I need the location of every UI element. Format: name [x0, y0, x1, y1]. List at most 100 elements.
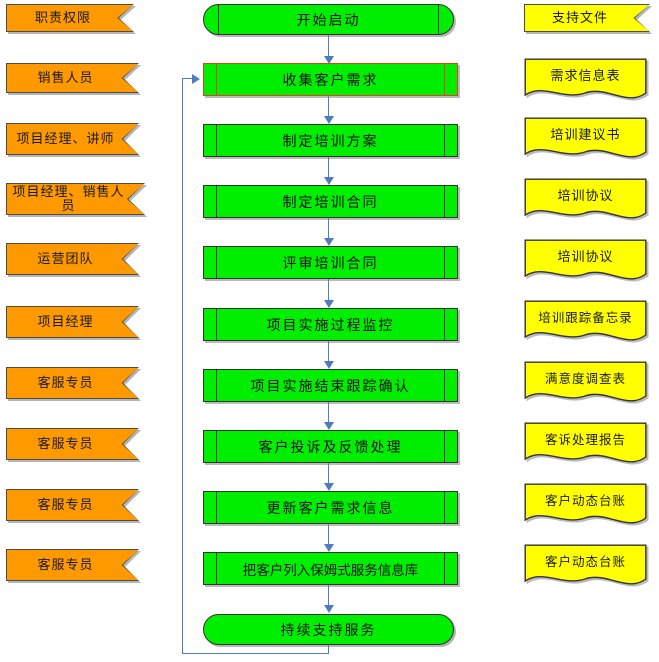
roles-column-header: 职责权限 — [6, 4, 134, 32]
role-banner-4[interactable]: 运营团队 — [6, 243, 139, 275]
document-9[interactable]: 客户动态台账 — [524, 544, 647, 590]
flow-step-4[interactable]: 评审培训合同 — [203, 246, 458, 279]
terminator-inner-bar-right — [438, 5, 439, 34]
document-shape-icon — [524, 361, 647, 402]
document-shape-icon — [524, 300, 647, 341]
document-label: 需求信息表 — [550, 68, 621, 84]
flow-step-label: 评审培训合同 — [282, 254, 379, 271]
connector-step4-step5 — [328, 279, 330, 305]
arrow-head — [324, 56, 334, 64]
flow-step-label: 收集客户需求 — [282, 71, 379, 88]
banner-fill — [7, 429, 138, 459]
connector-step1-step2 — [328, 96, 330, 120]
flow-end-label: 持续支持服务 — [280, 621, 377, 638]
role-banner-1[interactable]: 销售人员 — [6, 63, 139, 93]
document-label: 培训协议 — [557, 188, 614, 204]
subprocess-bar-right — [444, 492, 445, 523]
flow-step-7[interactable]: 客户投诉及反馈处理 — [203, 430, 458, 463]
arrow-head — [324, 238, 334, 246]
document-6[interactable]: 满意度调查表 — [524, 361, 647, 407]
arrow-head — [324, 361, 334, 369]
flow-step-1[interactable]: 收集客户需求 — [203, 63, 458, 96]
banner-fill — [7, 368, 138, 398]
document-8[interactable]: 客户动态台账 — [524, 483, 647, 529]
flow-step-6[interactable]: 项目实施结束跟踪确认 — [203, 369, 458, 402]
document-shape-icon — [524, 58, 647, 99]
flow-step-3[interactable]: 制定培训合同 — [203, 185, 458, 218]
role-banner-3[interactable]: 项目经理、销售人员 — [6, 183, 145, 215]
flow-start-terminator[interactable]: 开始启动 — [203, 4, 454, 35]
document-1[interactable]: 需求信息表 — [524, 58, 647, 104]
banner-fill — [7, 307, 138, 337]
flow-step-9[interactable]: 把客户列入保姆式服务信息库 — [203, 552, 458, 585]
arrow-head — [324, 544, 334, 552]
role-label: 项目经理 — [37, 313, 94, 329]
terminator-inner-bar-left — [218, 5, 219, 34]
flow-step-5[interactable]: 项目实施过程监控 — [203, 308, 458, 341]
role-banner-7[interactable]: 客服专员 — [6, 428, 139, 460]
document-shape-icon — [524, 422, 647, 463]
roles-header-label: 职责权限 — [34, 9, 91, 25]
subprocess-bar-right — [444, 309, 445, 340]
subprocess-bar-right — [444, 186, 445, 217]
feedback-loop-bottom — [182, 653, 329, 655]
document-5[interactable]: 培训跟踪备忘录 — [524, 300, 647, 346]
flow-step-2[interactable]: 制定培训方案 — [203, 124, 458, 157]
document-7[interactable]: 客诉处理报告 — [524, 422, 647, 468]
document-4[interactable]: 培训协议 — [524, 239, 647, 285]
role-banner-2[interactable]: 项目经理、讲师 — [6, 123, 139, 155]
banner-fill — [7, 490, 138, 520]
connector-step3-step4 — [328, 218, 330, 242]
document-label: 培训跟踪备忘录 — [538, 311, 633, 326]
role-banner-5[interactable]: 项目经理 — [6, 306, 139, 338]
connector-step9-end — [328, 585, 330, 609]
flow-start-label: 开始启动 — [296, 11, 361, 28]
flow-step-8[interactable]: 更新客户需求信息 — [203, 491, 458, 524]
role-label: 项目经理、讲师 — [16, 130, 115, 146]
document-label: 客诉处理报告 — [544, 433, 626, 448]
subprocess-bar-left — [216, 492, 217, 523]
connector-step6-step7 — [328, 402, 330, 426]
flow-step-label: 制定培训合同 — [282, 193, 379, 210]
subprocess-bar-right — [444, 64, 445, 95]
document-shape-icon — [524, 483, 647, 524]
role-banner-8[interactable]: 客服专员 — [6, 489, 139, 521]
arrow-head — [324, 177, 334, 185]
role-banner-9[interactable]: 客服专员 — [6, 549, 139, 581]
arrow-head — [324, 605, 334, 613]
subprocess-bar-left — [216, 64, 217, 95]
document-shape-icon — [524, 178, 647, 219]
banner-fill — [7, 5, 133, 31]
flow-step-label: 把客户列入保姆式服务信息库 — [242, 562, 419, 578]
subprocess-bar-right — [444, 247, 445, 278]
subprocess-bar-left — [216, 247, 217, 278]
flow-end-terminator[interactable]: 持续支持服务 — [203, 614, 454, 645]
arrow-head — [324, 422, 334, 430]
document-2[interactable]: 培训建议书 — [524, 117, 647, 163]
flow-step-label: 客户投诉及反馈处理 — [258, 438, 403, 455]
subprocess-bar-right — [444, 431, 445, 462]
subprocess-bar-right — [444, 370, 445, 401]
role-label: 客服专员 — [37, 374, 94, 390]
document-shape-icon — [524, 117, 647, 158]
subprocess-bar-left — [216, 309, 217, 340]
document-label: 满意度调查表 — [544, 372, 626, 387]
banner-fill — [7, 184, 144, 214]
role-banner-6[interactable]: 客服专员 — [6, 367, 139, 399]
role-label: 运营团队 — [37, 250, 94, 266]
subprocess-bar-left — [216, 370, 217, 401]
feedback-loop-up — [182, 79, 184, 654]
connector-step2-step3 — [328, 157, 330, 181]
connector-step8-step9 — [328, 524, 330, 548]
subprocess-bar-left — [216, 553, 217, 584]
role-label: 客服专员 — [37, 435, 94, 451]
document-label: 培训建议书 — [550, 127, 621, 143]
document-3[interactable]: 培训协议 — [524, 178, 647, 224]
connector-start-step1 — [328, 35, 330, 60]
arrow-head — [324, 300, 334, 308]
role-label: 客服专员 — [37, 556, 94, 572]
connector-step5-step6 — [328, 341, 330, 365]
document-shape-icon — [524, 544, 647, 585]
feedback-loop-into-step1 — [182, 78, 195, 80]
